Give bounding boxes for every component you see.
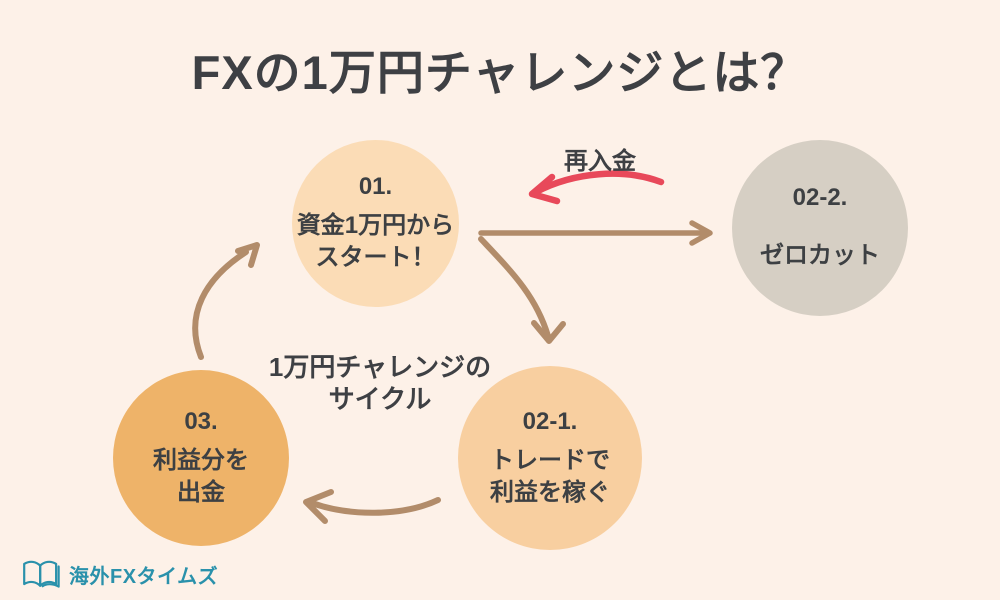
cycle-center-label-line2: サイクル <box>328 383 432 414</box>
site-logo: 海外FXタイムズ <box>20 557 218 591</box>
node-start-label-line2: スタート！ <box>315 244 436 271</box>
node-zerocut-label: ゼロカット <box>760 242 880 270</box>
node-trade: 02-1. トレードで 利益を稼ぐ <box>458 366 642 550</box>
arrow-start-to-zerocut <box>478 220 713 246</box>
node-withdraw: 03. 利益分を 出金 <box>113 370 289 546</box>
reentry-arrow <box>528 170 665 205</box>
node-withdraw-label-line2: 出金 <box>177 478 225 506</box>
page-title: FXの1万円チャレンジとは？ <box>191 46 809 99</box>
node-trade-label-line2: 利益を稼ぐ <box>490 478 610 506</box>
node-withdraw-number: 03. <box>184 407 218 435</box>
arrow-withdraw-to-start <box>192 242 260 360</box>
node-start: 01. 資金1万円から スタート！ <box>292 140 459 307</box>
cycle-center-label: 1万円チャレンジの サイクル <box>255 352 505 415</box>
arrow-start-to-trade <box>478 236 566 344</box>
site-logo-text: 海外FXタイムズ <box>69 565 219 588</box>
node-start-number: 01. <box>358 173 393 201</box>
arrow-trade-to-withdraw <box>303 489 441 524</box>
open-book-icon <box>23 560 60 588</box>
cycle-center-label-line1: 1万円チャレンジの <box>268 352 492 382</box>
node-withdraw-label-line1: 利益分を <box>153 446 249 474</box>
node-zerocut-number: 02-2. <box>792 184 848 212</box>
node-zerocut: 02-2. ゼロカット <box>732 140 908 316</box>
node-trade-number: 02-1. <box>522 407 578 435</box>
reentry-label: 再入金 <box>564 148 636 175</box>
node-start-label-line1: 資金1万円から <box>296 212 455 240</box>
node-trade-label-line1: トレードで <box>490 446 610 474</box>
